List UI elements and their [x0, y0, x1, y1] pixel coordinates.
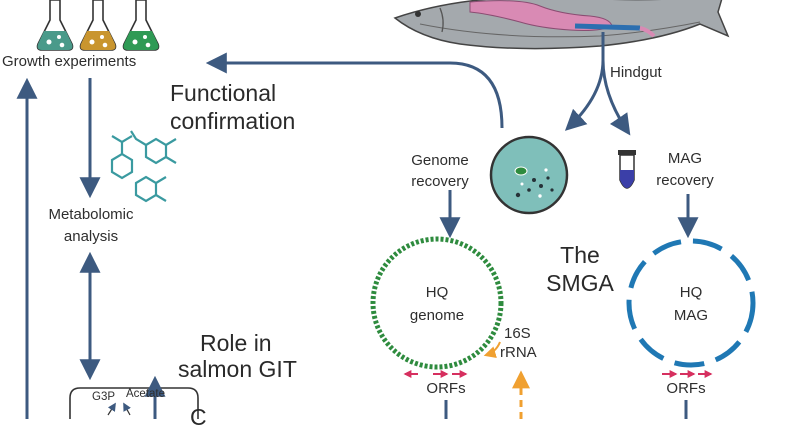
flask-teal-icon: [36, 0, 74, 51]
rrna-line2: rRNA: [500, 344, 537, 361]
smga-line2: SMGA: [546, 270, 614, 296]
smga-line1: The: [560, 242, 600, 268]
flask-ochre-icon: [79, 0, 117, 51]
genome-recovery-line1: Genome: [411, 152, 469, 169]
rrna-hook: [483, 341, 501, 358]
pathway-box: [69, 375, 199, 419]
salmon-illustration: [393, 0, 730, 50]
role-line2: salmon GIT: [178, 356, 297, 382]
functional-confirmation-line1: Functional: [170, 80, 277, 106]
functional-confirmation-line2: confirmation: [170, 108, 296, 134]
growth-experiments-label: Growth experiments: [2, 53, 137, 70]
hq-mag-line1: HQ: [679, 284, 703, 301]
hq-mag-line2: MAG: [673, 307, 709, 324]
diagram-canvas: [16, 0, 756, 419]
orfs-left-label: ORFs: [426, 380, 466, 397]
role-line1: Role in: [200, 330, 272, 356]
hq-genome-line2: genome: [409, 307, 465, 324]
acetate-label: Acetate: [126, 388, 165, 400]
flask-green-icon: [122, 0, 160, 51]
hq-mag-ring: [626, 238, 756, 368]
petri-dish-icon: [489, 135, 569, 215]
hindgut-label: Hindgut: [610, 64, 662, 81]
growth-flasks: [36, 0, 160, 51]
metabolomic-line2: analysis: [63, 228, 119, 245]
rrna-line1: 16S: [504, 325, 531, 342]
g3p-label: G3P: [92, 391, 116, 403]
mag-recovery-line1: MAG: [667, 150, 703, 167]
hindgut-arrows: [564, 32, 631, 136]
sample-tube-icon: [618, 150, 636, 189]
hq-genome-ring: [370, 236, 504, 370]
partial-bottom-text: C: [190, 404, 207, 430]
metabolite-molecules-icon: [110, 130, 177, 203]
mag-recovery-line2: recovery: [656, 172, 714, 189]
hq-genome-line1: HQ: [425, 284, 449, 301]
genome-recovery-line2: recovery: [411, 173, 469, 190]
orfs-right-label: ORFs: [666, 380, 706, 397]
metabolomic-line1: Metabolomic: [48, 206, 134, 223]
functional-confirmation-arrow: [205, 52, 504, 129]
